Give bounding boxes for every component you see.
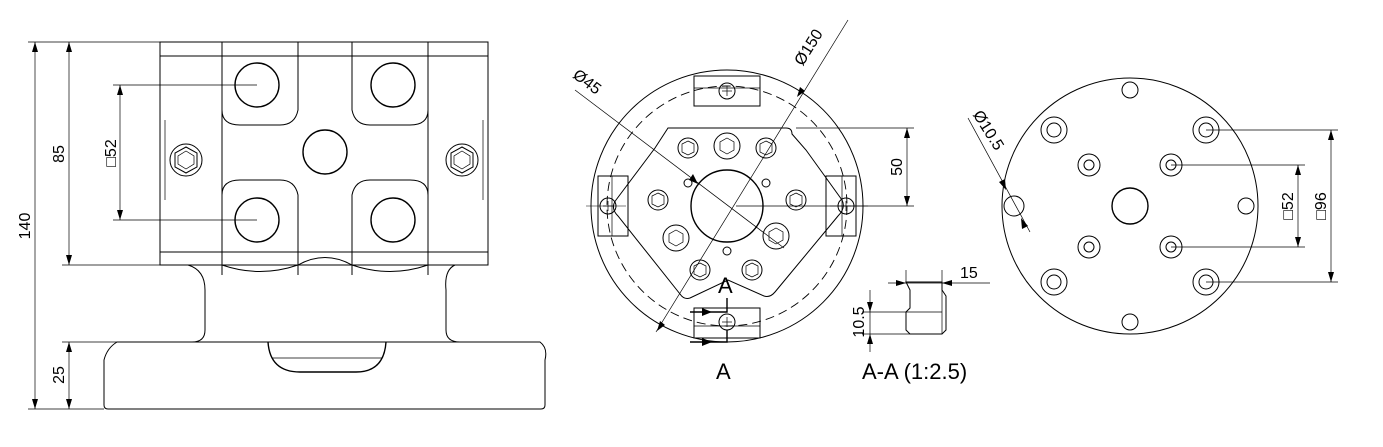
base-plate [103, 341, 547, 410]
section-marker [690, 298, 728, 346]
dim-25 [62, 341, 117, 409]
bottom-square-96-label: □96 [1313, 192, 1330, 220]
hole-bottom-right [370, 197, 416, 243]
dim-50 [736, 127, 914, 207]
dim-15-label: 15 [960, 265, 978, 282]
section-label-top: A [718, 273, 733, 298]
dim-45-label: Ø45 [570, 67, 604, 99]
bottom-wave [221, 257, 429, 272]
dim-bottom-52 [1171, 164, 1305, 248]
plate-bolts [647, 132, 807, 281]
cbore-holes-outer [1040, 116, 1220, 296]
front-view: 140 85 □52 25 [17, 41, 547, 410]
hole-top-right [370, 62, 416, 108]
section-title: A-A (1:2.5) [862, 359, 967, 384]
bottom-center-hole [1111, 187, 1149, 225]
section-view: 15 10.5 A-A (1:2.5) [851, 265, 990, 384]
dim-52 [113, 84, 257, 221]
dim-52-label: □52 [103, 139, 120, 167]
clamp-left [159, 42, 223, 275]
triangle-plate [612, 127, 844, 299]
bottom-view: Ø10.5 □52 □96 [967, 77, 1338, 335]
dim-85-label: 85 [51, 145, 68, 163]
main-body [159, 41, 489, 266]
section-label-bottom: A [716, 359, 731, 384]
dim-10-5-hole-leader [967, 117, 1031, 233]
hex-bolt-left [169, 143, 203, 177]
dim-150-leader [655, 19, 849, 333]
dim-25-label: 25 [51, 366, 68, 384]
base-recess [267, 341, 387, 373]
dim-85 [62, 42, 188, 266]
section-profile [905, 281, 947, 335]
bottom-square-52-label: □52 [1280, 192, 1297, 220]
bottom-outer-circle [1001, 77, 1259, 335]
neck [187, 264, 461, 343]
center-hole [302, 129, 348, 175]
hex-bolt-right [445, 143, 479, 177]
dim-bottom-96 [1206, 129, 1338, 283]
dim-140 [28, 41, 160, 410]
dim-10-5 [862, 290, 910, 352]
dim-45-leader [574, 89, 785, 249]
plain-holes [1003, 81, 1255, 331]
dim-15 [888, 270, 990, 286]
cbore-holes-inner [1077, 153, 1183, 259]
dim-10-5-label: 10.5 [851, 306, 868, 337]
dim-50-label: 50 [889, 158, 906, 176]
clamp-slot-top [693, 75, 761, 107]
jaw-cutouts [221, 42, 429, 275]
dim-140-label: 140 [17, 213, 34, 240]
